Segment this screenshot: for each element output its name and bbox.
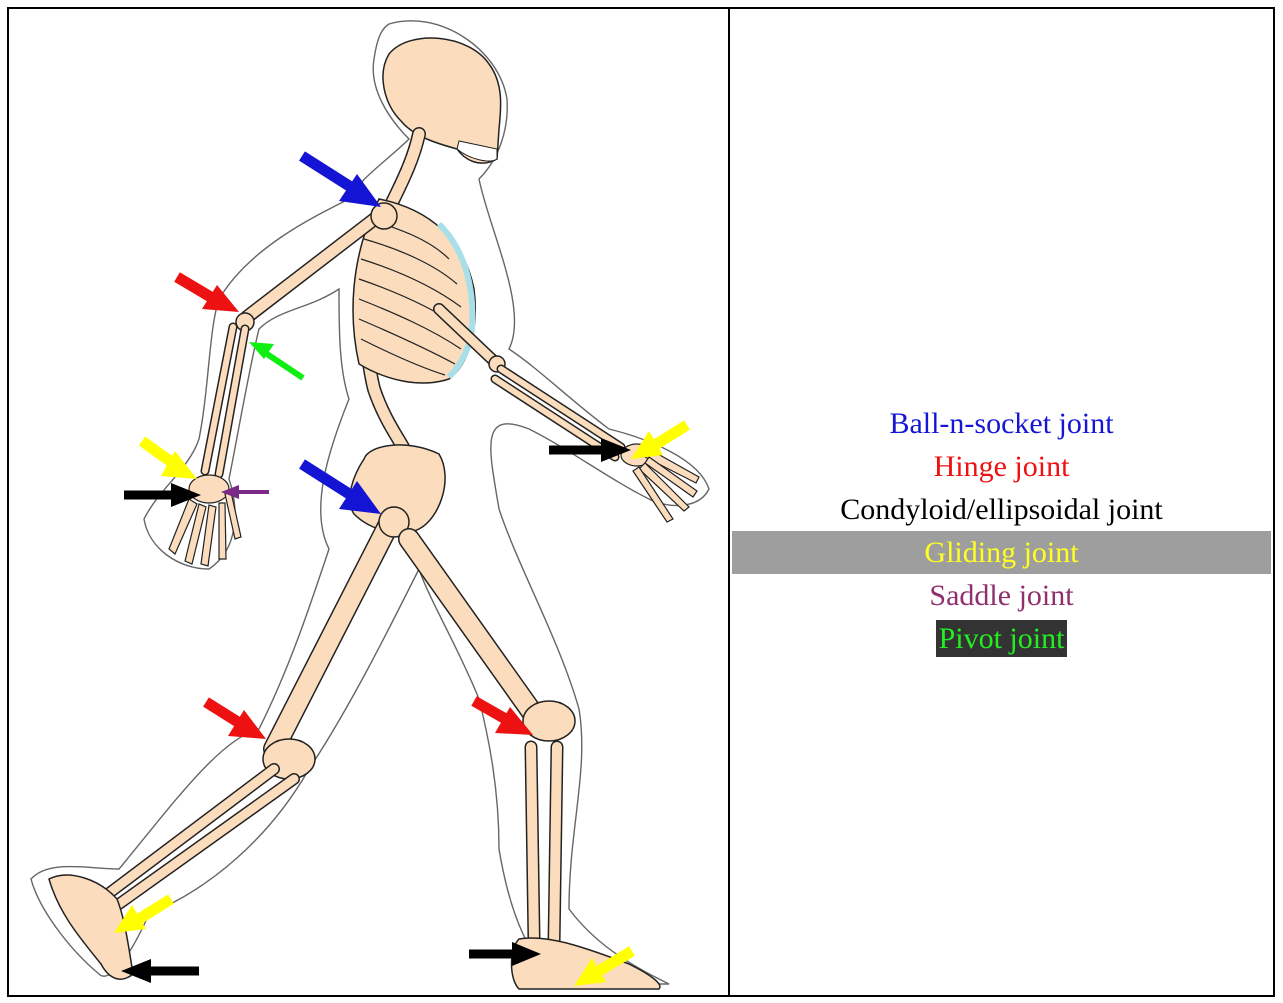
tibia-left [104, 769, 294, 904]
legend-gliding: Gliding joint [732, 531, 1271, 574]
skeleton-figure [9, 9, 728, 995]
hinge-arrow-knee-left [206, 702, 266, 739]
hinge-arrow-elbow [177, 277, 239, 312]
hand-right [621, 444, 699, 522]
legend-ball-socket: Ball-n-socket joint [730, 402, 1273, 445]
skull [383, 38, 501, 163]
legend-condyloid: Condyloid/ellipsoidal joint [730, 488, 1273, 531]
legend-gliding-label: Gliding joint [922, 536, 1080, 569]
ball-socket-arrow-shoulder [302, 156, 381, 207]
skeleton-illustration [9, 9, 728, 995]
gliding-arrow-wrist-right [631, 425, 687, 459]
pivot-arrow-elbow [249, 342, 303, 378]
legend-pivot-label: Pivot joint [936, 620, 1068, 657]
legend-hinge-label: Hinge joint [932, 450, 1072, 483]
condyloid-arrow-foot-left [121, 959, 199, 983]
legend-saddle: Saddle joint [730, 574, 1273, 617]
legend-pivot: Pivot joint [730, 617, 1273, 660]
diagram-frame: Ball-n-socket joint Hinge joint Condyloi… [7, 7, 1275, 997]
joint-legend: Ball-n-socket joint Hinge joint Condyloi… [730, 9, 1273, 995]
legend-saddle-label: Saddle joint [927, 579, 1075, 612]
legend-hinge: Hinge joint [730, 445, 1273, 488]
legend-ball-socket-label: Ball-n-socket joint [887, 407, 1115, 440]
legend-condyloid-label: Condyloid/ellipsoidal joint [838, 493, 1165, 526]
